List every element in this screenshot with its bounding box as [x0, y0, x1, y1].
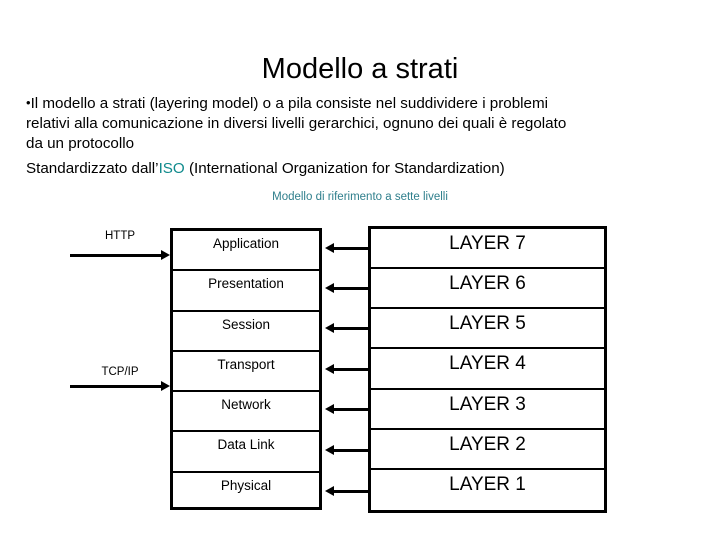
- osi-row-data-link: Data Link: [173, 432, 319, 473]
- diagram-caption: Modello di riferimento a sette livelli: [272, 191, 448, 203]
- osi-row-application: Application: [173, 231, 319, 272]
- connector-arrow-7: [325, 243, 369, 254]
- arrow-shaft: [70, 254, 162, 257]
- layer-row-3: LAYER 3: [371, 390, 604, 430]
- http-arrow-icon: [70, 250, 170, 261]
- http-arrow-label: HTTP: [104, 230, 136, 242]
- osi-row-label: Network: [221, 397, 271, 413]
- osi-row-physical: Physical: [173, 473, 319, 513]
- layer-row-6: LAYER 6: [371, 269, 604, 310]
- osi-row-network: Network: [173, 392, 319, 433]
- osi-row-presentation: Presentation: [173, 271, 319, 312]
- arrow-shaft: [332, 368, 369, 371]
- iso-accent-text: ISO: [158, 160, 185, 177]
- arrow-shaft: [332, 408, 369, 411]
- layer-row-label: LAYER 4: [449, 353, 526, 375]
- layer-row-label: LAYER 2: [449, 433, 526, 455]
- osi-row-label: Application: [212, 236, 280, 251]
- arrow-head: [325, 445, 334, 455]
- arrow-head: [325, 323, 334, 333]
- layer-row-label: LAYER 6: [449, 273, 526, 295]
- connector-arrow-4: [325, 364, 369, 375]
- body-line-4: Standardizzato dall’ISO (International O…: [26, 159, 694, 179]
- layer-row-label: LAYER 5: [449, 313, 526, 335]
- arrow-head: [325, 243, 334, 253]
- arrow-head: [161, 381, 170, 391]
- arrow-shaft: [332, 247, 369, 250]
- body-text-block: •Il modello a strati (layering model) o …: [26, 93, 694, 179]
- osi-row-label: Physical: [220, 477, 272, 493]
- body-line-1-text: Il modello a strati (layering model) o a…: [30, 95, 549, 112]
- tcpip-arrow-icon: [70, 381, 170, 392]
- layer-row-label: LAYER 1: [449, 473, 526, 495]
- arrow-shaft: [70, 385, 162, 388]
- osi-row-session: Session: [173, 312, 319, 352]
- osi-row-label: Session: [221, 316, 271, 332]
- body-line-4-prefix: Standardizzato dall’: [26, 160, 159, 177]
- osi-row-label: Transport: [217, 356, 275, 372]
- connector-arrow-5: [325, 323, 369, 334]
- arrow-head: [161, 250, 170, 260]
- layer-number-stack: LAYER 7 LAYER 6 LAYER 5 LAYER 4 LAYER 3 …: [368, 226, 607, 513]
- osi-layer-stack: Application Presentation Session Transpo…: [170, 228, 322, 510]
- layer-row-2: LAYER 2: [371, 430, 604, 470]
- layer-row-label: LAYER 3: [449, 393, 526, 415]
- arrow-head: [325, 283, 334, 293]
- layer-row-4: LAYER 4: [371, 349, 604, 390]
- arrow-head: [325, 486, 334, 496]
- osi-row-transport: Transport: [173, 352, 319, 393]
- connector-arrow-2: [325, 445, 369, 456]
- layer-row-5: LAYER 5: [371, 309, 604, 350]
- osi-row-label: Data Link: [217, 437, 275, 453]
- body-line-3: da un protocollo: [26, 135, 135, 152]
- arrow-head: [325, 404, 334, 414]
- connector-arrow-1: [325, 486, 369, 497]
- arrow-head: [325, 364, 334, 374]
- tcpip-arrow-label: TCP/IP: [101, 366, 139, 378]
- layer-row-1: LAYER 1: [371, 470, 604, 510]
- arrow-shaft: [332, 490, 369, 493]
- connector-arrow-3: [325, 404, 369, 415]
- bullet-icon: •: [26, 95, 31, 110]
- body-line-1: •Il modello a strati (layering model) o …: [26, 93, 694, 114]
- osi-row-label: Presentation: [208, 276, 284, 292]
- arrow-shaft: [332, 449, 369, 452]
- connector-arrow-6: [325, 283, 369, 294]
- body-line-2: relativi alla comunicazione in diversi l…: [26, 115, 567, 132]
- layer-row-7: LAYER 7: [371, 229, 604, 270]
- arrow-shaft: [332, 287, 369, 290]
- arrow-shaft: [332, 327, 369, 330]
- body-line-4-suffix: (International Organization for Standard…: [184, 160, 505, 177]
- page-title: Modello a strati: [261, 53, 459, 85]
- layer-row-label: LAYER 7: [449, 233, 526, 254]
